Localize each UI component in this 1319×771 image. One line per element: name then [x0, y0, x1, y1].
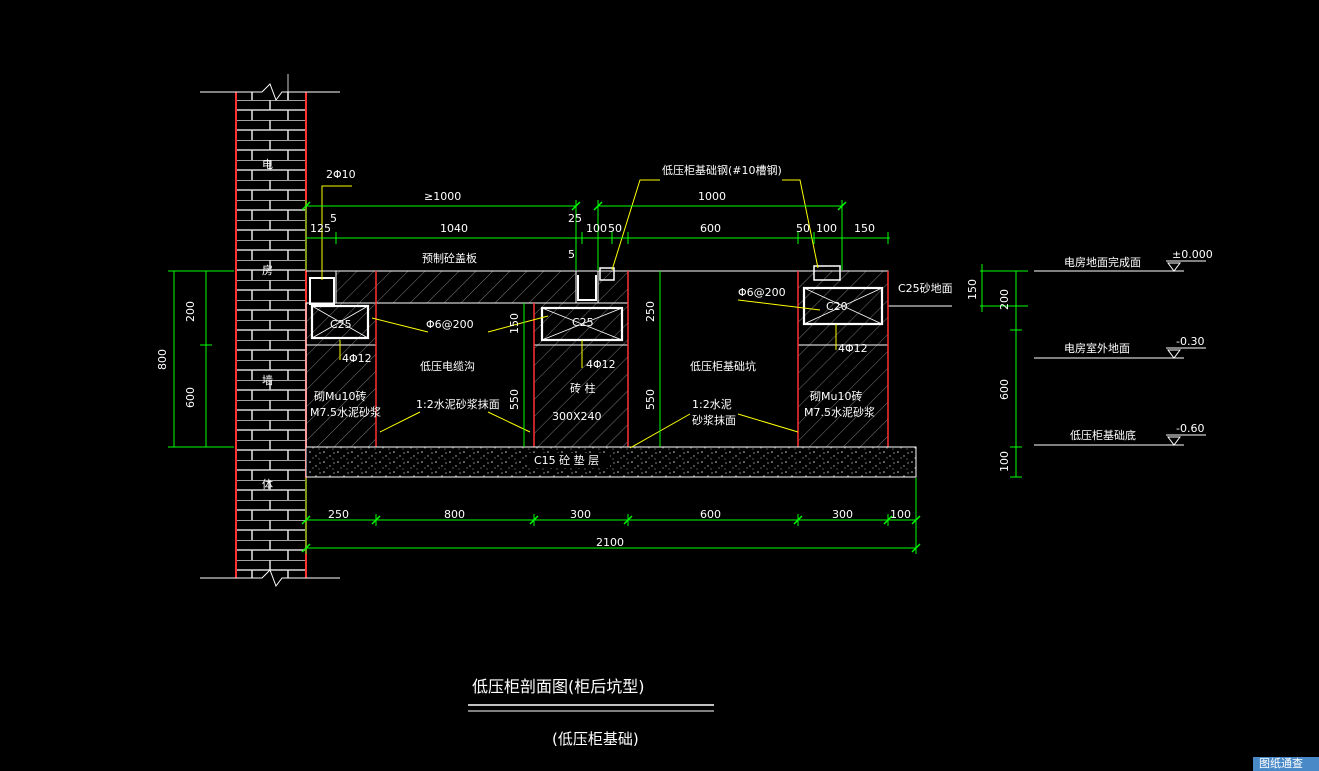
plaster-label-b2: 砂浆抹面 — [692, 413, 736, 427]
dim-200-right: 200 — [998, 289, 1011, 310]
brick-pillar — [533, 344, 629, 448]
dim-100b: 100 — [816, 222, 837, 235]
drawing-subtitle: (低压柜基础) — [552, 730, 639, 748]
dim-800-left: 800 — [156, 349, 169, 370]
corner-button[interactable]: 图纸通查 — [1253, 757, 1319, 771]
brick-right-1: 砌Mu10砖 — [810, 389, 862, 403]
left-beam-rebar-cage — [310, 304, 370, 340]
dim-ge1000: ≥1000 — [424, 190, 461, 203]
dim-300-b: 300 — [832, 508, 853, 521]
dim-1000: 1000 — [698, 190, 726, 203]
dim-150-right: 150 — [966, 279, 979, 300]
dim-250-v: 250 — [644, 301, 657, 322]
dim-150-v1: 150 — [508, 313, 521, 334]
dim-5a: 5 — [330, 212, 337, 225]
dim-600-b: 600 — [700, 508, 721, 521]
phi6-200-b: Φ6@200 — [738, 286, 786, 299]
pit-label: 低压柜基础坑 — [690, 359, 756, 373]
level-3-value: -0.60 — [1176, 422, 1204, 435]
level-2-label: 电房室外地面 — [1064, 341, 1130, 355]
brick-left-2: M7.5水泥砂浆 — [310, 405, 381, 419]
dim-100-right: 100 — [998, 451, 1011, 472]
dim-125: 125 — [310, 222, 331, 235]
c15-cushion — [305, 446, 917, 478]
c25-label-b: C25 — [572, 316, 594, 329]
dim-50a: 50 — [608, 222, 622, 235]
level-1-label: 电房地面完成面 — [1064, 255, 1141, 269]
wall-label-1: 电 — [262, 158, 273, 171]
cushion-label: C15 砼 垫 层 — [534, 453, 599, 467]
rebar-2phi10: 2Φ10 — [326, 168, 356, 181]
pillar-label: 砖 柱 — [570, 381, 596, 395]
precast-slab — [335, 270, 577, 304]
cable-trench-label: 低压电缆沟 — [420, 360, 475, 373]
wall-label-2: 房 — [262, 264, 273, 277]
plaster-label-b1: 1:2水泥 — [692, 398, 732, 411]
c25-label-a: C25 — [330, 318, 352, 331]
dim-600-top: 600 — [700, 222, 721, 235]
slab-edge-block — [597, 270, 629, 304]
c25-label-c: C20 — [826, 300, 848, 313]
dim-200-left: 200 — [184, 301, 197, 322]
wall-label-4: 体 — [262, 477, 273, 491]
brick-left-1: 砌Mu10砖 — [314, 389, 366, 403]
plaster-label-a: 1:2水泥砂浆抹面 — [416, 397, 500, 411]
rebar-4phi12-b: 4Φ12 — [586, 358, 616, 371]
c25-floor-label: C25砂地面 — [898, 282, 953, 295]
dim-600-left: 600 — [184, 387, 197, 408]
level-1-value: ±0.000 — [1172, 248, 1213, 261]
dim-2100: 2100 — [596, 536, 624, 549]
wall-label-3: 墙 — [262, 373, 273, 387]
dim-25: 25 — [568, 212, 582, 225]
pillar-size: 300X240 — [552, 410, 602, 423]
drawing-title: 低压柜剖面图(柜后坑型) — [472, 677, 645, 696]
dim-100a: 100 — [586, 222, 607, 235]
precast-slab-label: 预制砼盖板 — [422, 251, 477, 265]
level-2-value: -0.30 — [1176, 335, 1204, 348]
dimension-ticks — [301, 201, 921, 553]
leader-lines — [321, 179, 837, 449]
dim-150-top: 150 — [854, 222, 875, 235]
dim-550a: 550 — [508, 389, 521, 410]
rebar-4phi12-c: 4Φ12 — [838, 342, 868, 355]
dimension-lines — [168, 200, 1028, 554]
dim-1040: 1040 — [440, 222, 468, 235]
rebar-4phi12-a: 4Φ12 — [342, 352, 372, 365]
dim-550b: 550 — [644, 389, 657, 410]
dim-250-b: 250 — [328, 508, 349, 521]
level-markers — [1034, 260, 1206, 446]
right-beam-c20 — [797, 270, 889, 346]
dim-50b: 50 — [796, 222, 810, 235]
dim-600-right: 600 — [998, 379, 1011, 400]
phi6-200-a: Φ6@200 — [426, 318, 474, 331]
dim-300-a: 300 — [570, 508, 591, 521]
dim-5b: 5 — [568, 248, 575, 261]
base-steel-label: 低压柜基础钢(#10槽钢) — [662, 164, 782, 177]
dim-800-b: 800 — [444, 508, 465, 521]
brick-right-2: M7.5水泥砂浆 — [804, 405, 875, 419]
level-3-label: 低压柜基础底 — [1070, 428, 1136, 442]
dim-100-c: 100 — [890, 508, 911, 521]
